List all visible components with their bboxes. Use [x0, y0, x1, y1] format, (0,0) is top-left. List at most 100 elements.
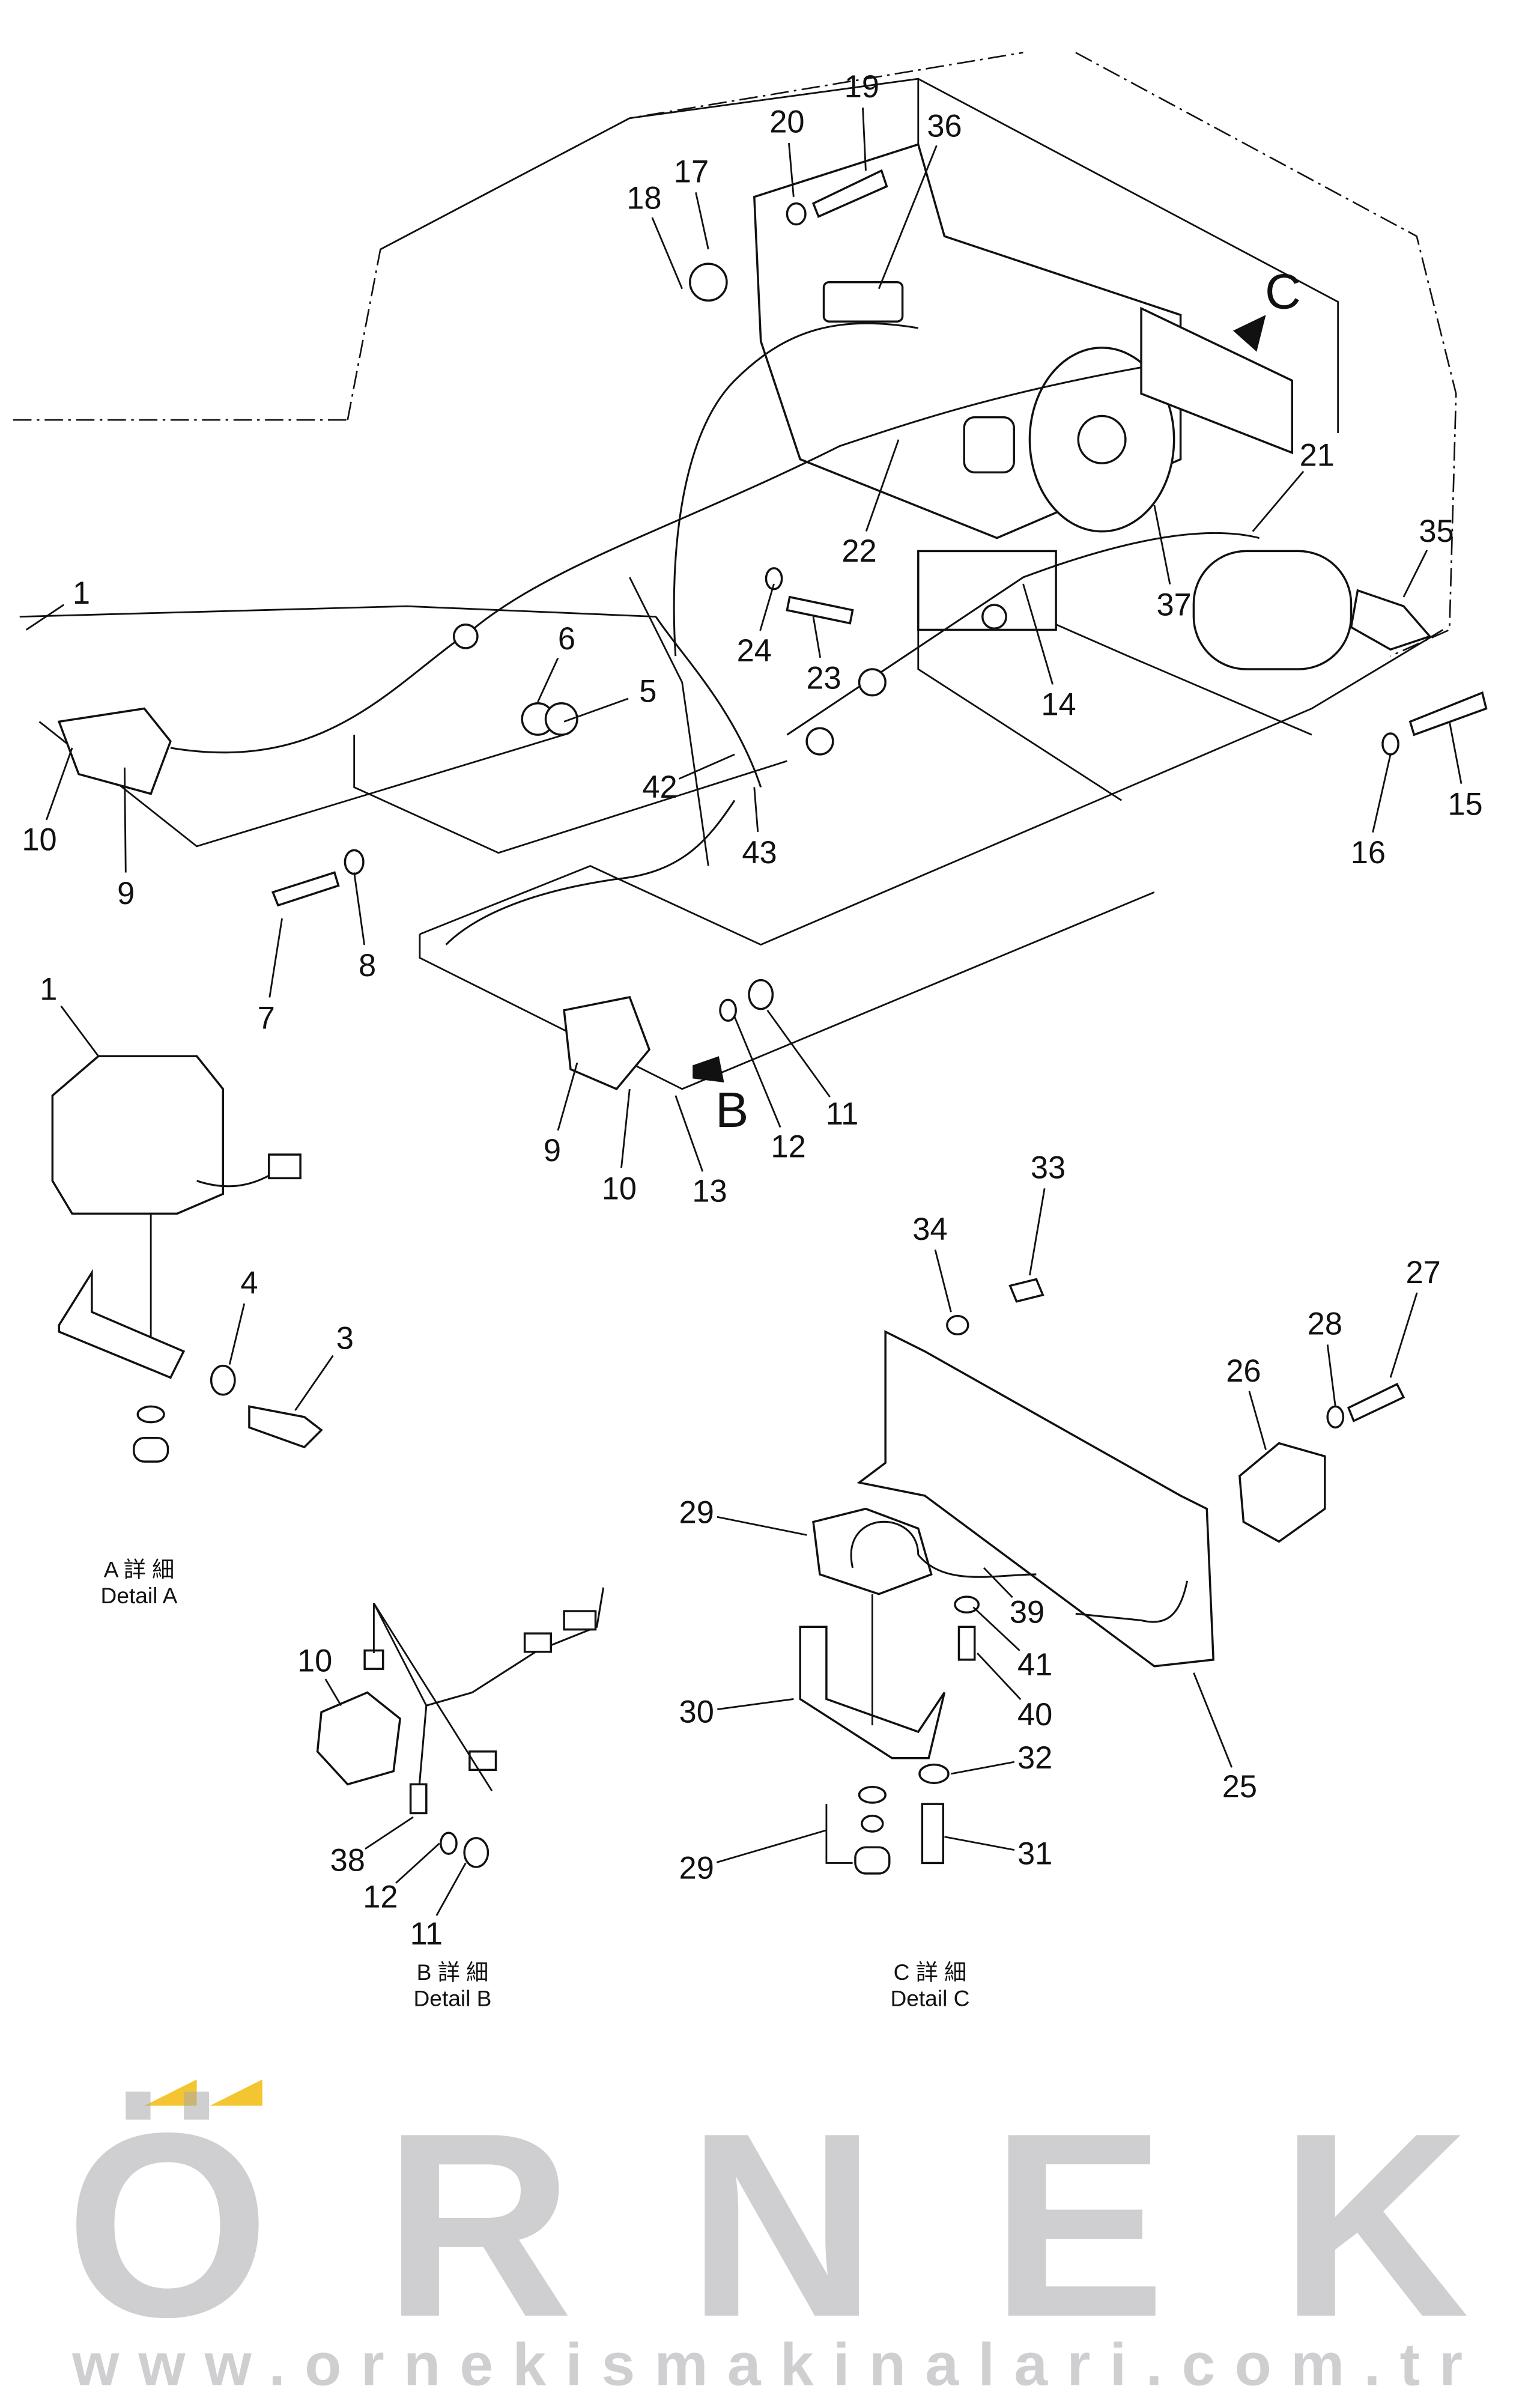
leader-line: [812, 616, 822, 658]
leader-line: [228, 1303, 246, 1365]
callout-1: 1: [73, 576, 90, 611]
detail-b-caption: B 詳 細 Detail B: [414, 1959, 492, 2011]
leader-line: [951, 1761, 1015, 1775]
callout-24: 24: [737, 634, 772, 669]
leader-line: [1029, 1188, 1046, 1276]
leader-line: [678, 753, 735, 780]
view-arrow-b: [693, 1056, 724, 1082]
leader-line: [365, 1816, 414, 1850]
callout-34: 34: [912, 1212, 947, 1247]
callout-32: 32: [1017, 1741, 1052, 1776]
callout-27: 27: [1405, 1255, 1440, 1290]
callout-10: 10: [297, 1644, 332, 1679]
leader-line: [977, 1653, 1022, 1701]
leader-line: [651, 217, 683, 290]
callout-25: 25: [1222, 1770, 1257, 1805]
watermark: ÖRNEK www.ornekismakinalari.com.tr: [65, 2078, 1469, 2399]
detail-b-en: Detail B: [414, 1985, 492, 2011]
leader-line: [865, 439, 900, 532]
horn-29: [812, 1507, 933, 1595]
leader-line: [675, 1095, 704, 1172]
callout-4: 4: [240, 1266, 258, 1301]
callout-1: 1: [40, 972, 57, 1007]
detail-a-caption: A 詳 細 Detail A: [101, 1556, 178, 1608]
callout-37: 37: [1157, 587, 1192, 622]
callout-29: 29: [679, 1496, 714, 1531]
detail-c-drawing: [799, 1278, 1405, 1875]
work-lamp-rear: [563, 995, 651, 1090]
bolt-23: [786, 595, 854, 625]
leader-line: [1252, 470, 1305, 532]
leader-line: [294, 1355, 334, 1411]
leader-line: [1372, 754, 1392, 833]
leader-line: [268, 918, 283, 998]
leader-line: [353, 872, 366, 946]
leader-line: [788, 142, 795, 197]
panel-25: [856, 1330, 1215, 1668]
callout-7: 7: [258, 1001, 275, 1036]
leader-line: [695, 192, 709, 250]
callout-43: 43: [742, 836, 777, 870]
detail-a-jp: A 詳 細: [104, 1556, 175, 1582]
leader-line: [983, 1567, 1013, 1598]
view-arrow-c: [1232, 315, 1266, 352]
bolt-7: [271, 871, 340, 907]
bolt-31: [921, 1803, 945, 1865]
lamp-35: [1350, 589, 1432, 651]
callout-B: B: [715, 1082, 748, 1138]
leader-line: [537, 657, 559, 703]
leader-line: [1153, 505, 1171, 584]
leader-line: [1022, 583, 1053, 685]
callout-35: 35: [1419, 514, 1454, 549]
callout-33: 33: [1031, 1150, 1066, 1185]
callout-5: 5: [639, 675, 656, 709]
callout-11: 11: [410, 1917, 443, 1952]
callout-31: 31: [1017, 1837, 1052, 1872]
leader-line: [1193, 1672, 1233, 1768]
watermark-brand: ÖRNEK: [65, 2078, 1469, 2372]
leader-line: [435, 1862, 467, 1916]
callout-19: 19: [844, 70, 879, 105]
callout-40: 40: [1017, 1698, 1052, 1732]
callout-10: 10: [22, 822, 56, 857]
bracket-30: [799, 1625, 946, 1759]
leader-line: [717, 1516, 807, 1536]
leader-line: [1389, 1292, 1418, 1378]
detail-c-jp: C 詳 細: [894, 1959, 967, 1985]
engine-assembly: [57, 143, 1488, 1090]
leader-line: [60, 1006, 99, 1057]
callout-12: 12: [771, 1129, 805, 1164]
leader-line: [1326, 1344, 1336, 1407]
callout-20: 20: [769, 105, 804, 140]
callout-39: 39: [1010, 1595, 1044, 1630]
detail-c-en: Detail C: [890, 1985, 969, 2011]
work-lamp-left: [57, 707, 172, 795]
callout-9: 9: [544, 1134, 561, 1168]
bolt-40: [957, 1625, 976, 1661]
leader-line: [1248, 1391, 1267, 1450]
horn: [689, 263, 728, 302]
leader-line: [620, 1088, 631, 1168]
leader-line: [25, 604, 65, 631]
callout-22: 22: [841, 534, 876, 569]
leader-line: [934, 1249, 952, 1313]
leader-line: [1448, 721, 1463, 784]
callout-12: 12: [363, 1880, 398, 1915]
leader-line: [972, 1606, 1020, 1651]
leader-line: [124, 767, 127, 873]
bracket-a: [58, 1269, 186, 1379]
leader-line: [717, 1698, 794, 1710]
leader-line: [862, 108, 867, 171]
switch-26: [1238, 1442, 1326, 1543]
callout-3: 3: [336, 1321, 354, 1356]
bolt-33: [1008, 1278, 1044, 1303]
bracket-c: [1140, 306, 1293, 455]
bolt-15: [1408, 691, 1488, 736]
callout-21: 21: [1300, 438, 1335, 473]
callout-41: 41: [1017, 1648, 1052, 1683]
lamp-b: [316, 1691, 401, 1786]
callout-28: 28: [1308, 1307, 1342, 1341]
head-lamp: [51, 1055, 225, 1215]
